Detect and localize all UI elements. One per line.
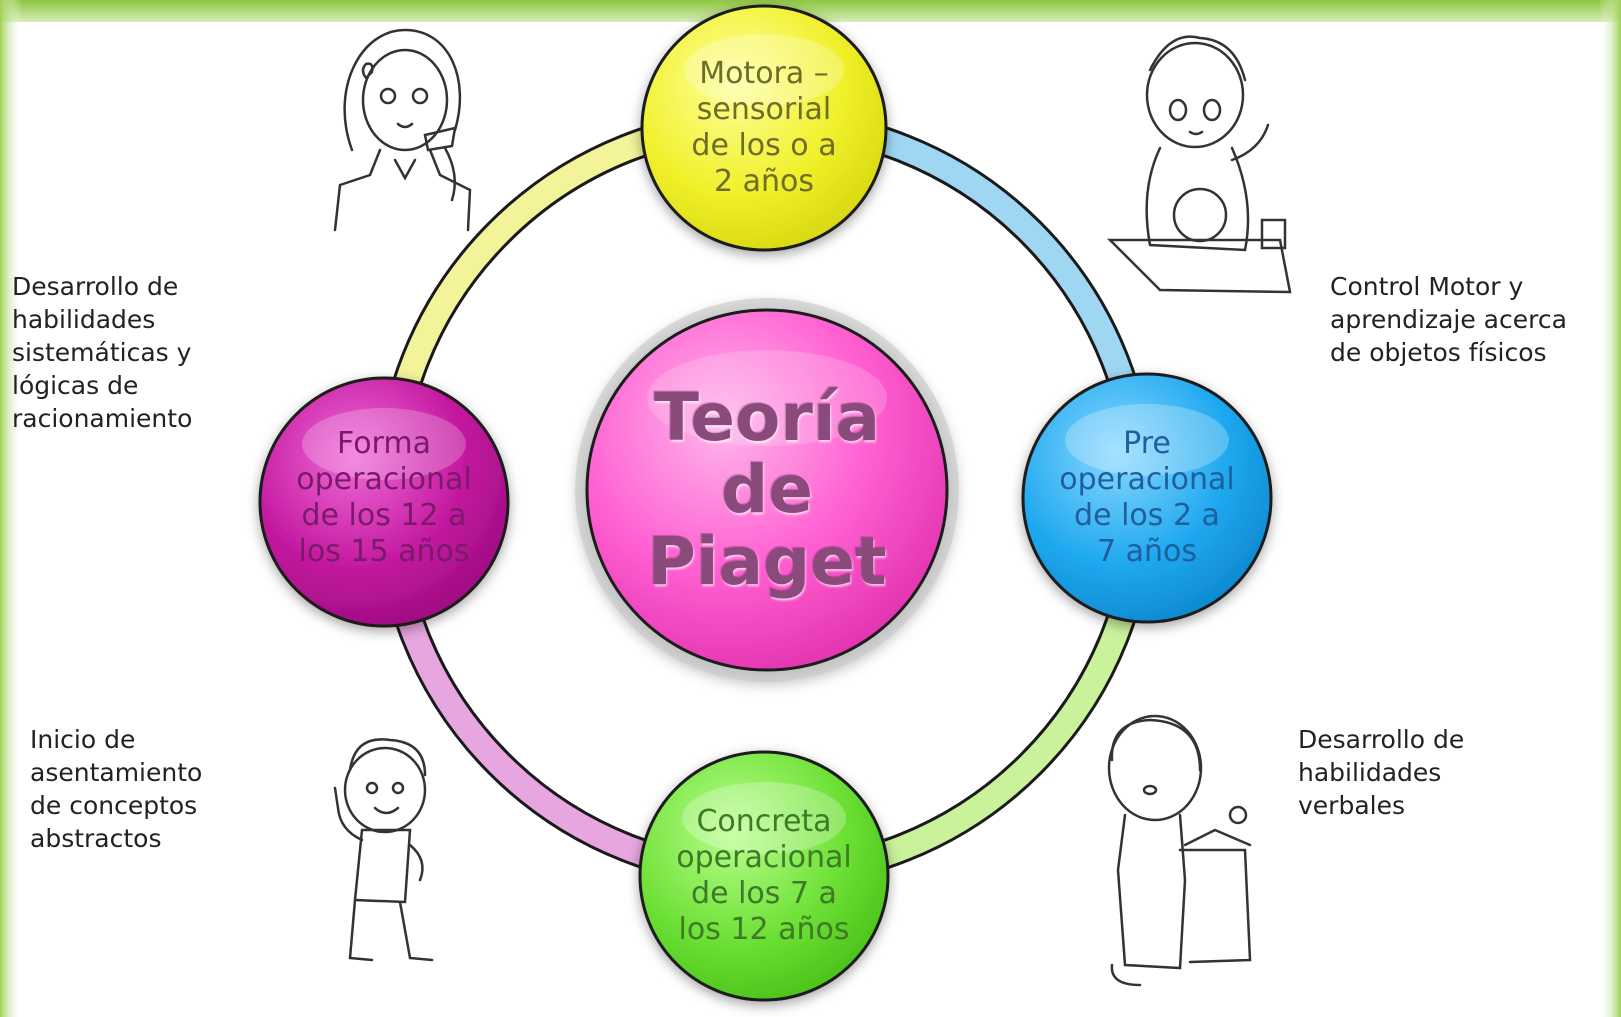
stage-circle-pre	[1021, 372, 1273, 624]
stage-concreta-line-3: de los 7 a	[691, 876, 837, 911]
description-line: sistemáticas y	[12, 338, 192, 367]
frame-top-border	[0, 0, 1621, 22]
description-top-right: Control Motor y aprendizaje acerca de ob…	[1330, 270, 1620, 369]
frame-left-border	[0, 0, 22, 1017]
description-line: Desarrollo de	[1298, 725, 1465, 754]
description-line: verbales	[1298, 791, 1405, 820]
description-line: asentamiento	[30, 758, 203, 787]
description-line: Control Motor y	[1330, 272, 1524, 301]
stage-circle-motora	[640, 4, 888, 252]
center-title-line-2: de	[720, 451, 813, 528]
description-line: habilidades	[12, 305, 156, 334]
stage-concreta-line-2: operacional	[676, 840, 852, 875]
frame-right-border	[1599, 0, 1621, 1017]
stage-motora-line-2: sensorial	[696, 92, 832, 127]
description-line: lógicas de	[12, 371, 139, 400]
description-line: Desarrollo de	[12, 272, 179, 301]
stage-label-concreta: Concreta operacional de los 7 a los 12 a…	[654, 766, 874, 986]
center-circle	[575, 298, 959, 682]
description-line: racionamiento	[12, 404, 193, 433]
description-line: abstractos	[30, 824, 162, 853]
stage-label-forma: Forma operacional de los 12 a los 15 año…	[274, 388, 494, 608]
girl-eating-illustration	[333, 28, 472, 232]
stage-forma-line-2: operacional	[296, 462, 472, 497]
description-line: habilidades	[1298, 758, 1442, 787]
description-bottom-left: Inicio de asentamiento de conceptos abst…	[30, 723, 270, 855]
description-line: aprendizaje acerca	[1330, 305, 1567, 334]
center-title-line-3: Piaget	[647, 523, 887, 600]
stage-label-pre: Pre operacional de los 2 a 7 años	[1037, 388, 1257, 608]
center-title-line-1: Teoría	[653, 379, 881, 456]
stage-pre-line-3: de los 2 a	[1074, 498, 1220, 533]
stage-forma-line-4: los 15 años	[298, 534, 470, 569]
description-line: de objetos físicos	[1330, 338, 1547, 367]
stage-forma-line-3: de los 12 a	[301, 498, 467, 533]
stage-pre-line-4: 7 años	[1096, 534, 1197, 569]
center-title: Teoría de Piaget	[617, 340, 917, 640]
boy-reading-illustration	[1107, 714, 1252, 987]
description-line: Inicio de	[30, 725, 136, 754]
description-line: de conceptos	[30, 791, 198, 820]
stage-circle-concreta	[638, 750, 890, 1002]
stage-motora-line-4: 2 años	[713, 164, 814, 199]
stage-forma-line-1: Forma	[337, 426, 431, 461]
stage-concreta-line-1: Concreta	[696, 804, 832, 839]
description-bottom-right: Desarrollo de habilidades verbales	[1298, 723, 1538, 822]
stage-pre-line-2: operacional	[1059, 462, 1235, 497]
stage-circle-forma	[258, 376, 510, 628]
stage-pre-line-1: Pre	[1123, 426, 1171, 461]
boy-thinking-illustration	[333, 738, 434, 962]
stage-concreta-line-4: los 12 años	[678, 912, 850, 947]
stage-label-motora: Motora – sensorial de los o a 2 años	[654, 18, 874, 238]
stage-motora-line-1: Motora –	[699, 56, 829, 91]
description-top-left: Desarrollo de habilidades sistemáticas y…	[12, 270, 212, 435]
stage-motora-line-3: de los o a	[691, 128, 837, 163]
baby-playing-illustration	[1106, 35, 1292, 294]
